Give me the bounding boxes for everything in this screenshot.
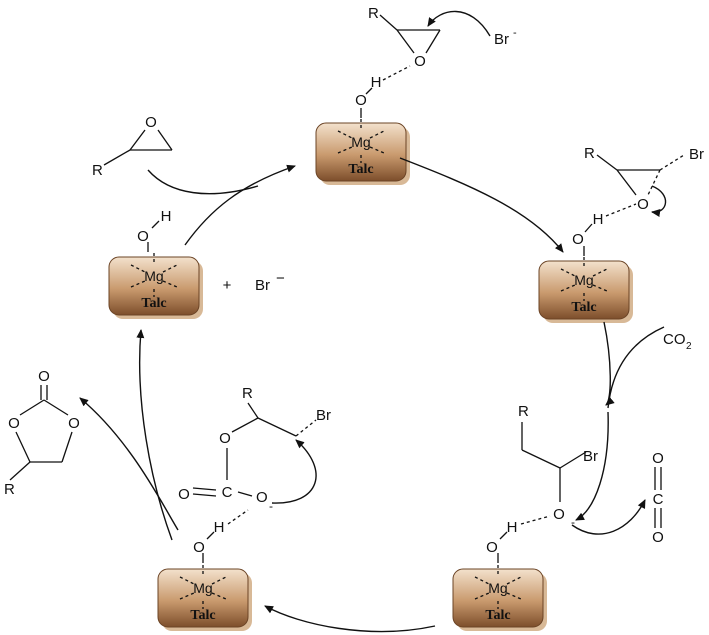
cycle-arrow-right-down [603, 321, 615, 406]
cycle-arrow-left-up [136, 329, 173, 541]
epoxide-substrate: R O [92, 114, 173, 179]
carbonyl-carbon: C [222, 484, 233, 501]
plus-sign: + [223, 277, 232, 294]
nucleophilic-attack-arrow [427, 10, 491, 37]
hydroxyl-hydrogen: H [214, 519, 225, 536]
co2-oxygen-top: O [652, 450, 664, 467]
co2-carbon: C [653, 491, 664, 508]
hydroxyl-oxygen: O [572, 231, 584, 248]
talc-label: Talc [571, 300, 596, 315]
cyclization-arrow [271, 439, 317, 504]
hydroxyl-oxygen: O [193, 539, 205, 556]
ring-opening-arrow [651, 185, 667, 217]
hydroxyl-oxygen: O [486, 539, 498, 556]
talc-label: Talc [141, 296, 166, 311]
co2-entry-curve [607, 326, 665, 409]
bromide-charge: - [513, 27, 517, 39]
r-group: R [4, 481, 15, 498]
alkoxide-oxygen: O [553, 506, 565, 523]
released-bromide-charge: − [276, 270, 285, 287]
mg-label: Mg [574, 272, 593, 288]
bromine: Br [689, 146, 704, 163]
hydroxyl-oxygen: O [137, 228, 149, 245]
co2-attack-arrow [571, 499, 646, 535]
cycle-arrow-bottom [264, 605, 436, 633]
ring-oxygen-left: O [8, 415, 20, 432]
talc-label: Talc [348, 162, 373, 177]
epoxide-bromo: R Br O [584, 145, 704, 213]
carbonyl-oxygen: O [38, 368, 50, 385]
epoxide-oxygen: O [145, 114, 157, 131]
talc-complex-bottom-left: Mg Talc [157, 564, 253, 632]
product-release-arrow [79, 397, 179, 531]
hydroxyl-hydrogen: H [507, 519, 518, 536]
mg-label: Mg [488, 580, 507, 596]
talc-label: Talc [190, 608, 215, 623]
hydrogen-bond [382, 65, 411, 81]
cycle-arrow-top-right [399, 157, 564, 253]
talc-label: Talc [485, 608, 510, 623]
talc-complex-bottom-right: Mg Talc [452, 564, 548, 632]
bromine: Br [316, 407, 331, 424]
hydroxyl-hydrogen: H [371, 74, 382, 91]
co2-molecule: O C O [652, 450, 664, 546]
r-group: R [584, 145, 595, 162]
cycle-arrow-left-to-top [184, 164, 296, 246]
hydroxyl-hydrogen: H [161, 208, 172, 225]
talc-complex-right: Mg Talc [538, 256, 634, 324]
epoxide-top: R O [368, 5, 441, 70]
anion-charge: - [571, 515, 575, 529]
r-group: R [242, 385, 253, 402]
hydroxyl-oxygen: O [355, 92, 367, 109]
epoxide-oxygen: O [414, 53, 426, 70]
r-group: R [92, 162, 103, 179]
r-group: R [368, 5, 379, 22]
epoxide-oxygen: O [637, 196, 649, 213]
substrate-entry-curve [147, 169, 259, 195]
carbonyl-oxygen: O [178, 486, 190, 503]
mg-label: Mg [144, 268, 163, 284]
r-group: R [518, 403, 529, 420]
alkoxide-bromo: R Br O - [518, 403, 598, 529]
co2-subscript: 2 [686, 341, 692, 352]
co2-oxygen-bottom: O [652, 529, 664, 546]
ring-oxygen-right: O [68, 415, 80, 432]
carbonate-intermediate: R Br O C O O - [178, 385, 331, 513]
mg-label: Mg [193, 580, 212, 596]
released-bromide: Br [255, 277, 270, 294]
talc-complex-left: Mg Talc [108, 252, 204, 320]
cyclic-carbonate-product: O O O R [4, 368, 80, 498]
cycle-arrow-right-to-bottom [575, 411, 609, 521]
ester-oxygen: O [219, 430, 231, 447]
carbonate-oxygen-anion: O [256, 489, 268, 506]
co2-reagent: CO [663, 331, 686, 348]
bromine: Br [583, 448, 598, 465]
mg-label: Mg [351, 134, 370, 150]
hydroxyl-hydrogen: H [593, 211, 604, 228]
bromide-ion: Br [494, 31, 509, 48]
anion-charge: - [269, 499, 273, 513]
talc-complex-top: Mg Talc [315, 118, 411, 186]
